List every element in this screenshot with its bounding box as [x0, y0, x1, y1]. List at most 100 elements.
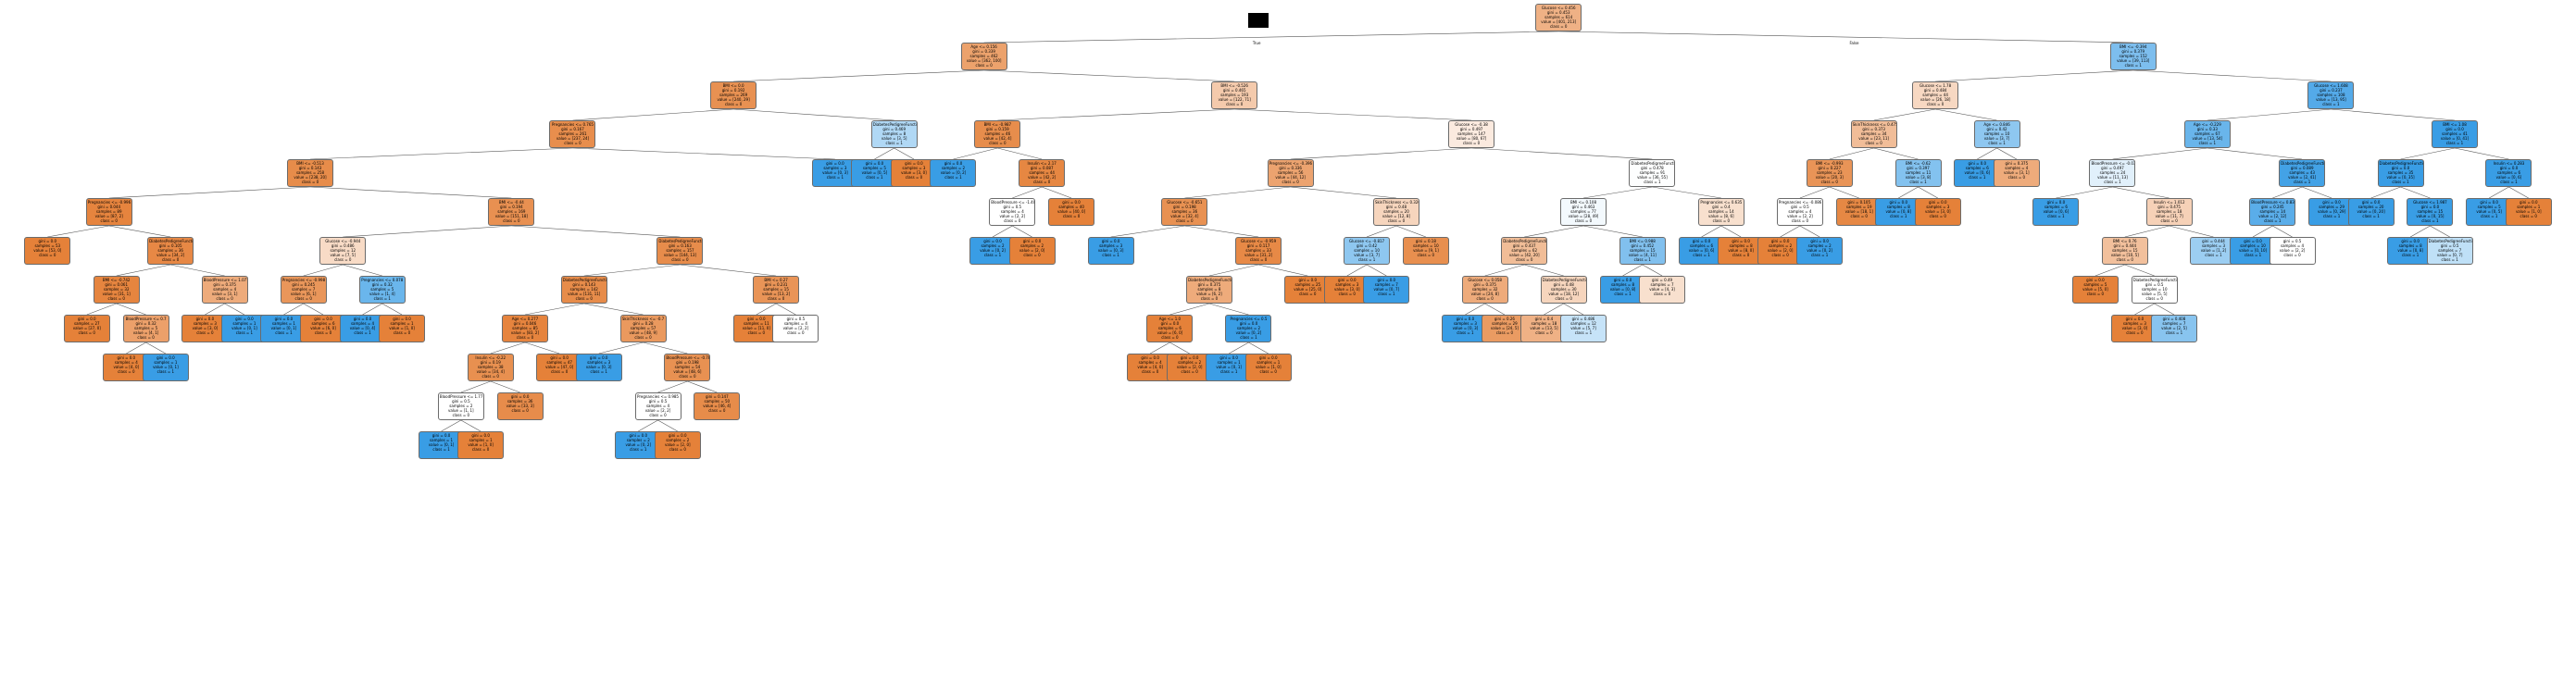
node-text-line: value = [4, 0] — [113, 365, 140, 369]
tree-edge — [116, 264, 171, 277]
node-text-line: samples = 20 — [1383, 209, 1409, 214]
node-text-line: gini = 0.0 — [1692, 239, 1711, 243]
tree-split-node: DiabetesPedigreeFunction <= 0.267gini = … — [560, 276, 607, 304]
tree-edge — [1996, 147, 2017, 160]
node-text-line: class = 0 — [989, 141, 1007, 145]
node-text-line: value = [46, 4] — [703, 404, 732, 408]
node-text-line: class = 0 — [767, 296, 785, 301]
node-text-line: BMI <= 0.76 — [2113, 239, 2137, 243]
tree-edge — [657, 419, 678, 432]
node-text-line: value = [2, 0] — [1019, 248, 1045, 253]
tree-edge — [2207, 108, 2332, 121]
tree-edge — [1622, 264, 1643, 277]
node-text-line: gini = 0.0 — [1613, 278, 1632, 282]
node-text-line: class = 0 — [671, 257, 689, 262]
tree-edge — [1290, 186, 1396, 199]
tree-edge — [1149, 342, 1170, 354]
node-text-line: class = 1 — [2441, 257, 2458, 262]
node-text-line: Glucose <= -0.651 — [1167, 200, 1203, 205]
node-text-line: class = 0 — [634, 335, 652, 340]
node-text-line: class = 1 — [2322, 102, 2340, 106]
node-text-line: samples = 152 — [2119, 54, 2147, 58]
node-text-line: gini = 0.0 — [2445, 127, 2464, 131]
tree-split-node: DiabetesPedigreeFunction <= -0.103gini =… — [2279, 159, 2326, 187]
node-text-line: value = [237, 24] — [556, 136, 590, 141]
node-text-line: samples = 3 — [2201, 243, 2226, 248]
tree-edge — [1524, 225, 1584, 238]
node-text-line: gini = 0.237 — [2320, 88, 2343, 93]
node-text-line: BMI <= -0.394 — [2119, 44, 2147, 49]
node-text-line: value = [2, 2] — [2279, 248, 2306, 253]
node-text-line: BloodPressure <= 1.77 — [439, 394, 483, 399]
node-text-line: gini = 0.0 — [1101, 239, 1120, 243]
node-text-line: class = 1 — [156, 369, 175, 374]
tree-edge — [997, 147, 1043, 160]
node-text-line: gini = 0.0 — [1889, 200, 1908, 205]
node-text-line: samples = 157 — [666, 248, 694, 253]
node-text-line: samples = 36 — [1171, 209, 1198, 214]
node-text-line: samples = 1 — [469, 438, 493, 442]
tree-edge — [1720, 225, 1742, 238]
node-text-line: samples = 6 — [311, 321, 335, 326]
node-text-line: gini = 0.089 — [2290, 166, 2314, 170]
node-text-line: class = 0 — [2007, 175, 2026, 180]
node-text-line: class = 1 — [1240, 335, 1257, 340]
node-text-line: class = 0 — [787, 330, 805, 335]
node-text-line: samples = 3 — [587, 360, 611, 365]
node-text-line: class = 0 — [1771, 253, 1789, 257]
node-text-line: class = 0 — [1387, 218, 1406, 223]
tree-edge — [1366, 225, 1397, 238]
node-text-line: gini = 0.0 — [826, 161, 844, 166]
node-text-line: gini = 0.0 — [747, 317, 766, 321]
node-text-line: class = 0 — [1550, 24, 1568, 29]
node-text-line: gini = 0.452 — [1631, 243, 1655, 248]
node-text-line: samples = 1 — [1217, 360, 1241, 365]
tree-edge — [1042, 186, 1072, 199]
node-text-line: gini = 0.0 — [668, 433, 687, 438]
node-text-line: value = [2, 2] — [1787, 214, 1813, 218]
node-text-line: class = 1 — [944, 175, 962, 180]
tree-edge — [2508, 186, 2529, 199]
tree-edge — [524, 342, 560, 354]
node-text-line: Pregnancies <= 0.985 — [637, 394, 679, 399]
node-text-line: class = 0 — [1732, 253, 1750, 257]
node-text-line: value = [144, 13] — [663, 253, 697, 257]
node-text-line: gini = 0.0 — [2480, 200, 2498, 205]
node-text-line: gini = 0.0 — [2361, 200, 2381, 205]
node-text-line: samples = 5 — [862, 166, 886, 170]
tree-edge — [1524, 264, 1564, 277]
node-text-line: class = 1 — [432, 447, 450, 452]
node-text-line: gini = 0.465 — [1222, 88, 1246, 93]
tree-edge — [1234, 108, 1472, 121]
tree-edge — [2132, 69, 2332, 82]
node-text-line: BMI <= -0.987 — [983, 122, 1012, 127]
node-text-line: value = [44, 12] — [1275, 175, 1306, 180]
node-text-line: gini = 0.0 — [431, 433, 451, 438]
node-text-line: class = 1 — [1574, 330, 1593, 335]
node-text-line: class = 0 — [2283, 253, 2301, 257]
node-text-line: BloodPressure <= 1.077 — [203, 278, 248, 282]
node-text-line: samples = 15 — [2111, 248, 2138, 253]
node-text-line: samples = 3 — [1453, 321, 1477, 326]
node-text-line: class = 0 — [516, 335, 534, 340]
node-text-line: gini = 0.245 — [2260, 205, 2284, 209]
tree-edge — [953, 147, 998, 160]
node-text-line: samples = 1 — [271, 321, 295, 326]
node-text-line: value = [362, 100] — [966, 58, 1002, 63]
node-text-line: gini = 0.163 — [669, 243, 692, 248]
tree-edge — [108, 186, 311, 199]
node-text-line: class = 0 — [1032, 180, 1051, 184]
